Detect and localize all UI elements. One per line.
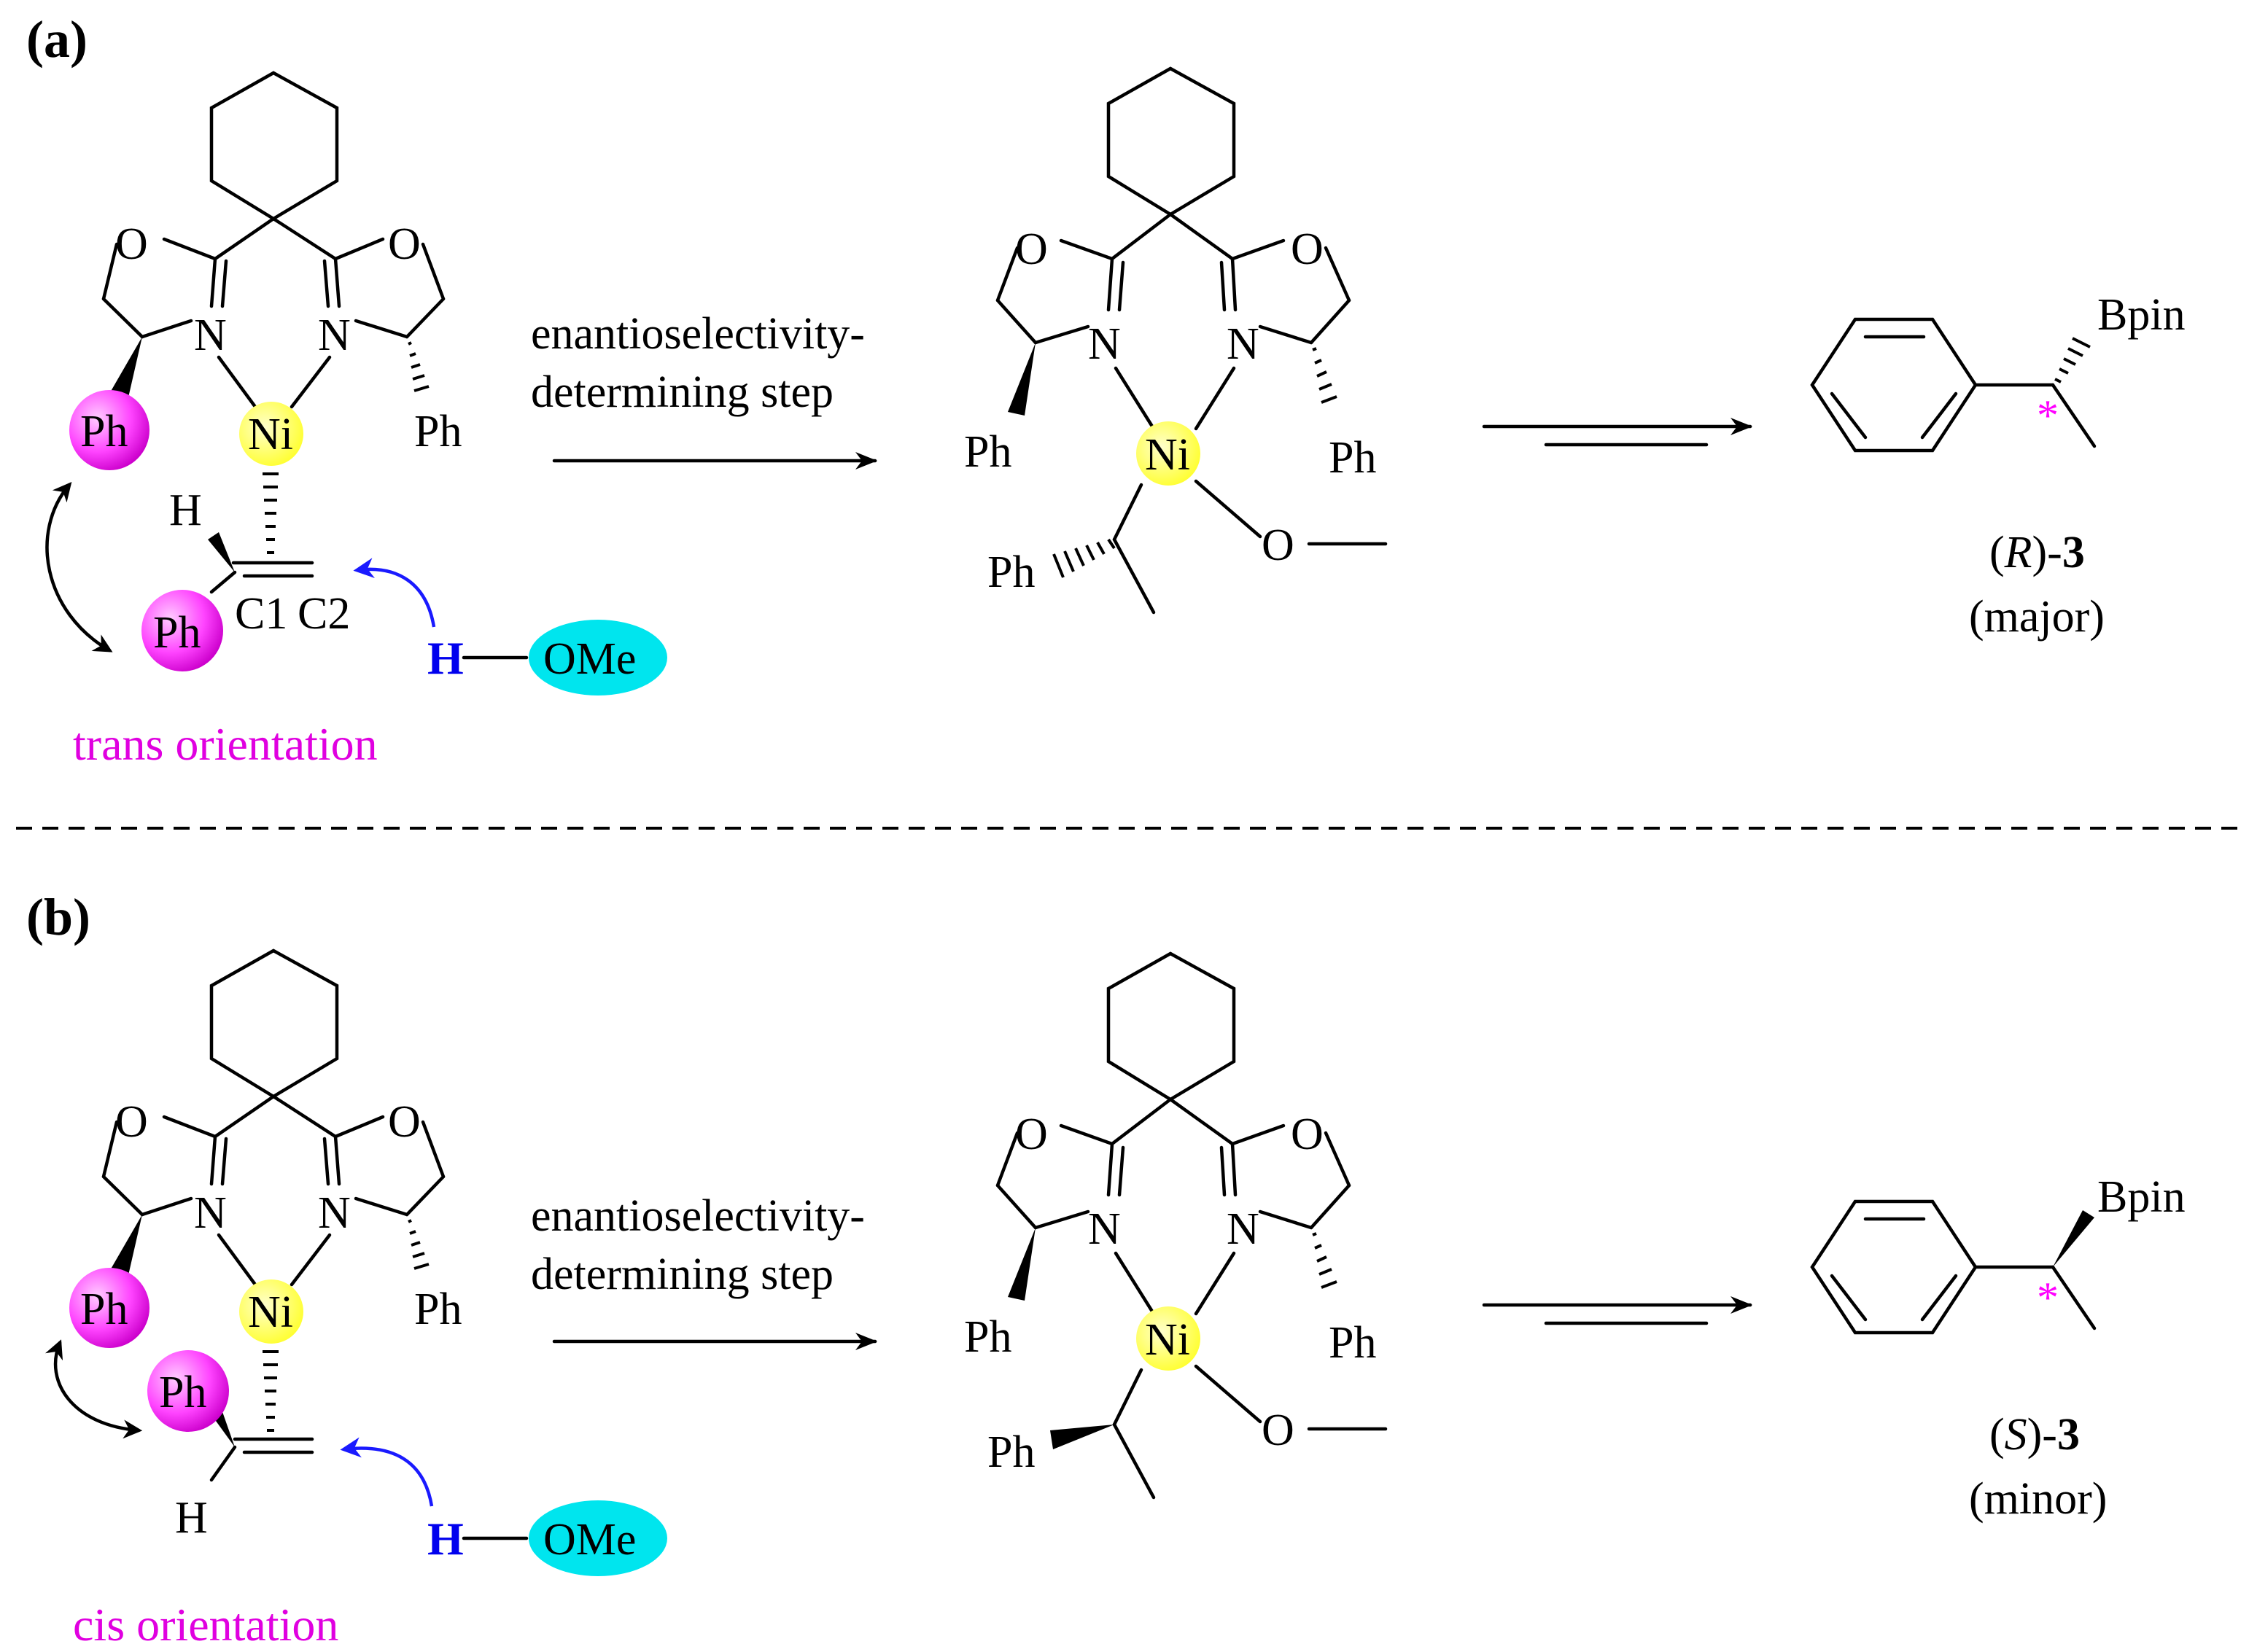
- panel-a-label: (a): [26, 10, 88, 69]
- arrow-label-line1-a: enantioselectivity-: [531, 309, 865, 359]
- atom-n-left: N: [194, 1188, 227, 1238]
- int-atom-ph-left: Ph: [964, 1312, 1011, 1362]
- int-atom-ni: Ni: [1145, 1315, 1190, 1365]
- atom-ome: OMe: [543, 634, 636, 684]
- atom-h-meoh: H: [427, 1513, 464, 1565]
- alkene-b: Ph H: [147, 1350, 314, 1543]
- int-atom-ph-alkyl: Ph: [987, 548, 1035, 597]
- orientation-label-a: trans orientation: [73, 718, 378, 770]
- int-atom-ph-right: Ph: [1329, 433, 1376, 483]
- arrow-label-line2-a: determining step: [531, 367, 834, 417]
- atom-o-left: O: [115, 1097, 148, 1147]
- intermediate-b: O O N N Ph Ph Ni O Ph: [964, 951, 1388, 1500]
- int-atom-o-methoxy: O: [1262, 521, 1294, 570]
- product-label-a: (R)-3: [1989, 528, 2085, 577]
- interaction-arrow-b: [45, 1339, 143, 1439]
- arrow-label-line1-b: enantioselectivity-: [531, 1191, 865, 1241]
- product-bpin-b: Bpin: [2097, 1172, 2186, 1222]
- atom-n-right: N: [318, 1188, 351, 1238]
- arrow-label-line2-b: determining step: [531, 1250, 834, 1299]
- ome-ball: [529, 620, 667, 696]
- interaction-arrow-a: [45, 482, 113, 652]
- int-atom-n-left: N: [1088, 319, 1121, 369]
- int-atom-ph-alkyl: Ph: [987, 1427, 1035, 1477]
- atom-ni: Ni: [248, 1287, 293, 1337]
- stereocenter-star-b: *: [2037, 1274, 2059, 1322]
- product-config-a: R: [2004, 528, 2032, 577]
- atom-o-right: O: [388, 1097, 421, 1147]
- int-atom-o-methoxy: O: [1262, 1406, 1294, 1455]
- atom-ni: Ni: [248, 410, 293, 459]
- ph-ball: [69, 390, 149, 470]
- ome-ball: [529, 1500, 667, 1576]
- ni-ball: [239, 1279, 303, 1344]
- product-a: Bpin * (R)-3 (major): [1810, 290, 2186, 642]
- product-note-a: (major): [1969, 592, 2105, 642]
- cyclohexane-ring: [209, 71, 339, 221]
- atom-ph-ball: Ph: [80, 1285, 128, 1334]
- atom-o-left: O: [115, 219, 148, 269]
- int-atom-ni: Ni: [1145, 430, 1190, 480]
- panel-b-label: (b): [26, 888, 90, 946]
- int-atom-n-right: N: [1227, 319, 1259, 369]
- ni-ball: [239, 402, 303, 466]
- ph-substrate-ball: [147, 1350, 229, 1432]
- atom-ph-ball: Ph: [80, 407, 128, 456]
- product-b: Bpin * (S)-3 (minor): [1810, 1172, 2186, 1524]
- int-atom-o-left: O: [1015, 1110, 1048, 1159]
- atom-h-top: H: [169, 486, 202, 535]
- atom-n-left: N: [194, 311, 227, 360]
- atom-c1: C1: [235, 589, 287, 639]
- product-bpin-a: Bpin: [2097, 290, 2186, 340]
- atom-ph-substrate: Ph: [159, 1368, 206, 1417]
- int-atom-n-right: N: [1227, 1204, 1259, 1254]
- orientation-label-b: cis orientation: [73, 1599, 338, 1651]
- panel-b: (b): [26, 888, 2186, 1651]
- product-config-b: S: [2005, 1410, 2027, 1460]
- product-label-b: (S)-3: [1989, 1410, 2080, 1460]
- int-atom-ph-left: Ph: [964, 427, 1011, 477]
- atom-n-right: N: [318, 311, 351, 360]
- atom-h-meoh: H: [427, 632, 464, 684]
- atom-ph-right: Ph: [414, 1285, 462, 1334]
- attack-arrow-b: [340, 1437, 434, 1507]
- stereocenter-star-a: *: [2037, 391, 2059, 440]
- intermediate-a: O O N N Ph Ph Ni O Ph: [964, 66, 1388, 615]
- product-number-b: 3: [2057, 1410, 2080, 1460]
- product-note-b: (minor): [1969, 1474, 2107, 1524]
- attack-arrow-a: [353, 558, 436, 628]
- alkene-a: H Ph C1 C2: [141, 472, 350, 671]
- int-atom-o-right: O: [1291, 1110, 1324, 1159]
- atom-h-bottom: H: [175, 1493, 208, 1543]
- atom-ph-substrate: Ph: [153, 608, 201, 658]
- panel-a: (a): [26, 10, 2186, 770]
- ligand-a: O O N N Ph Ph Ni: [69, 71, 462, 470]
- product-number-a: 3: [2062, 528, 2085, 577]
- int-atom-o-right: O: [1291, 225, 1324, 274]
- ligand-b: O O N N Ph Ph Ni: [69, 948, 462, 1348]
- int-atom-ph-right: Ph: [1329, 1318, 1376, 1368]
- atom-o-right: O: [388, 219, 421, 269]
- ph-ball: [69, 1268, 149, 1348]
- ph-substrate-ball: [141, 590, 223, 671]
- int-atom-o-left: O: [1015, 225, 1048, 274]
- int-atom-n-left: N: [1088, 1204, 1121, 1254]
- atom-ph-right: Ph: [414, 407, 462, 456]
- atom-c2: C2: [298, 589, 350, 639]
- atom-ome: OMe: [543, 1515, 636, 1565]
